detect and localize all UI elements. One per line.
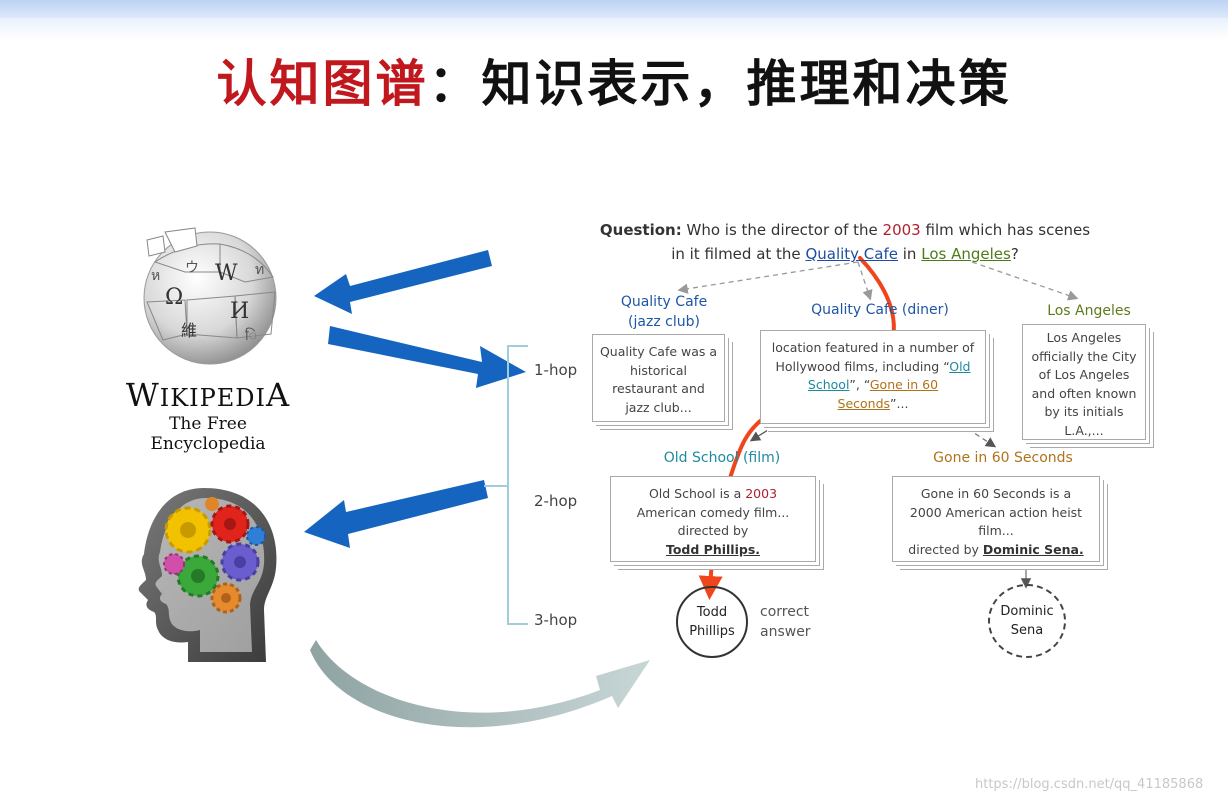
- answer-todd-line2: Phillips: [689, 624, 735, 639]
- hop-label-3: 3-hop: [534, 611, 578, 629]
- globe-glyph-i: И: [230, 299, 249, 324]
- globe-glyph-w: W: [215, 261, 238, 286]
- card-old-school-line1: Old School is a 2003: [617, 485, 809, 504]
- watermark: https://blog.csdn.net/qq_41185868: [975, 777, 1204, 792]
- slide-title-highlight: 认知图谱: [216, 55, 429, 113]
- card-gone60-line2: 2000 American action heist: [909, 504, 1083, 520]
- entity-label-gone60: Gone in 60 Seconds: [933, 450, 1073, 466]
- arrow-to-1hop: [328, 326, 526, 388]
- correct-answer-line2: answer: [760, 624, 811, 640]
- hop-label-1: 1-hop: [534, 361, 578, 379]
- card-link-old-school-cont: School: [807, 377, 850, 392]
- card-qc-diner-text: ”, “: [849, 377, 870, 392]
- hop-label-2: 2-hop: [534, 492, 578, 510]
- question-part5: ?: [1010, 245, 1019, 263]
- question-part3: in it filmed at the: [671, 245, 801, 263]
- card-qc-diner-line2: Hollywood films, including “Old: [767, 358, 979, 377]
- wikipedia-tagline: The Free Encyclopedia: [150, 414, 266, 454]
- question-text: Question: Who is the director of the 200…: [580, 218, 1110, 266]
- card-qc-diner-line1: location featured in a number of: [771, 340, 975, 355]
- wordmark-first: W: [125, 376, 160, 414]
- answer-todd-line1: Todd: [696, 605, 728, 620]
- card-old-school-line2: American comedy film...: [636, 504, 790, 520]
- card-la-line: L.A.,...: [1064, 422, 1104, 438]
- globe-glyph-th: ท: [255, 262, 264, 278]
- question-part1: Who is the director of the: [686, 221, 878, 239]
- top-gradient-fade: [0, 18, 1228, 40]
- answer-dominic-line1: Dominic: [1000, 604, 1054, 619]
- entity-label-qc-jazz: Quality Cafe (jazz club): [606, 292, 722, 332]
- card-old-school-year: 2003: [745, 486, 778, 501]
- entity-label-old-school: Old School (film): [663, 450, 781, 466]
- card-qc-diner-line4: Seconds”...: [767, 395, 979, 414]
- question-part2: film which has scenes: [925, 221, 1091, 239]
- correct-answer-line1: correct: [760, 604, 810, 620]
- card-qc-diner-text: Hollywood films, including “: [775, 358, 950, 374]
- entity-label-qc-jazz-line2: (jazz club): [628, 314, 700, 330]
- card-la-line: by its initials: [1044, 404, 1124, 419]
- card-qc-jazz-line: jazz club...: [625, 399, 692, 415]
- card-qc-diner-line3: School”, “Gone in 60: [767, 376, 979, 395]
- dashed-q-to-la: [971, 261, 1079, 301]
- card-link-gone60: Gone in 60: [869, 377, 939, 392]
- globe-glyph-u: ウ: [185, 260, 199, 276]
- slide-title-rest: ：知识表示，推理和决策: [428, 55, 1012, 113]
- wikipedia-wordmark: WIKIPEDIA: [112, 376, 304, 414]
- card-la-line: of Los Angeles: [1038, 367, 1130, 382]
- card-link-gone60-cont: Seconds: [837, 395, 891, 411]
- question-prefix: Question:: [599, 221, 682, 239]
- card-old-school-text: Old School is a: [648, 486, 746, 501]
- question-part4: in: [902, 245, 917, 263]
- curved-return-arrow: [310, 640, 650, 728]
- entity-label-los-angeles: Los Angeles: [1047, 303, 1131, 319]
- card-gone60-director: Dominic Sena.: [982, 541, 1084, 557]
- brain-gears-head-icon: [138, 488, 277, 662]
- globe-glyph-hi: ि: [245, 327, 257, 344]
- card-gone60-line3: film...: [978, 523, 1014, 538]
- card-old-school-line4: Todd Phillips.: [617, 541, 809, 560]
- card-la-line: and often known: [1031, 385, 1137, 401]
- wikipedia-globe-icon: Ω W И 維 ウ ท ห ि: [143, 227, 277, 365]
- answer-dominic-line2: Sena: [1010, 623, 1044, 638]
- card-qc-jazz-line: restaurant and: [612, 381, 705, 396]
- answer-node-dominic-sena: Dominic Sena: [988, 584, 1066, 658]
- card-link-old-school: Old: [949, 358, 971, 374]
- card-gone60: Gone in 60 Seconds is a 2000 American ac…: [892, 476, 1100, 562]
- card-old-school-director: Todd Phillips.: [665, 541, 761, 557]
- slide-title: 认知图谱：知识表示，推理和决策: [0, 44, 1228, 116]
- card-gone60-line4: directed by Dominic Sena.: [899, 541, 1093, 560]
- answer-node-todd-phillips: Todd Phillips: [676, 586, 748, 658]
- card-gone60-line1: Gone in 60 Seconds is a: [920, 486, 1072, 501]
- card-gone60-text: directed by: [908, 541, 983, 557]
- card-qc-jazz: Quality Cafe was a historical restaurant…: [592, 334, 725, 422]
- card-qc-diner: location featured in a number of Hollywo…: [760, 330, 986, 424]
- arrow-to-head: [304, 480, 488, 548]
- card-old-school: Old School is a 2003 American comedy fil…: [610, 476, 816, 562]
- card-qc-jazz-line: historical: [629, 362, 688, 378]
- globe-glyph-omega: Ω: [165, 285, 183, 310]
- wordmark-last: A: [266, 376, 291, 414]
- card-qc-jazz-line: Quality Cafe was a: [599, 344, 718, 359]
- question-entity-los-angeles: Los Angeles: [921, 245, 1011, 263]
- question-year: 2003: [882, 221, 921, 239]
- top-gradient-bar: [0, 0, 1228, 18]
- card-qc-diner-text: ”...: [890, 395, 909, 411]
- dashed-q-to-jazz: [677, 261, 859, 294]
- entity-label-qc-jazz-line1: Quality Cafe: [620, 294, 708, 310]
- card-la-line: Los Angeles: [1046, 330, 1122, 345]
- card-los-angeles: Los Angeles officially the City of Los A…: [1022, 324, 1146, 440]
- arrow-to-wikipedia: [314, 250, 492, 314]
- card-old-school-line3: directed by: [677, 523, 749, 538]
- dashed-q-to-diner: [857, 261, 873, 301]
- question-entity-quality-cafe: Quality Cafe: [805, 245, 898, 263]
- wordmark-middle: IKIPEDI: [159, 384, 267, 412]
- card-la-line: officially the City: [1031, 348, 1137, 364]
- globe-glyph-h: ห: [151, 268, 160, 284]
- correct-answer-label: correct answer: [760, 602, 811, 642]
- hop-bracket: [507, 345, 528, 625]
- entity-label-qc-diner: Quality Cafe (diner): [811, 302, 949, 318]
- globe-glyph-wei: 維: [181, 321, 197, 340]
